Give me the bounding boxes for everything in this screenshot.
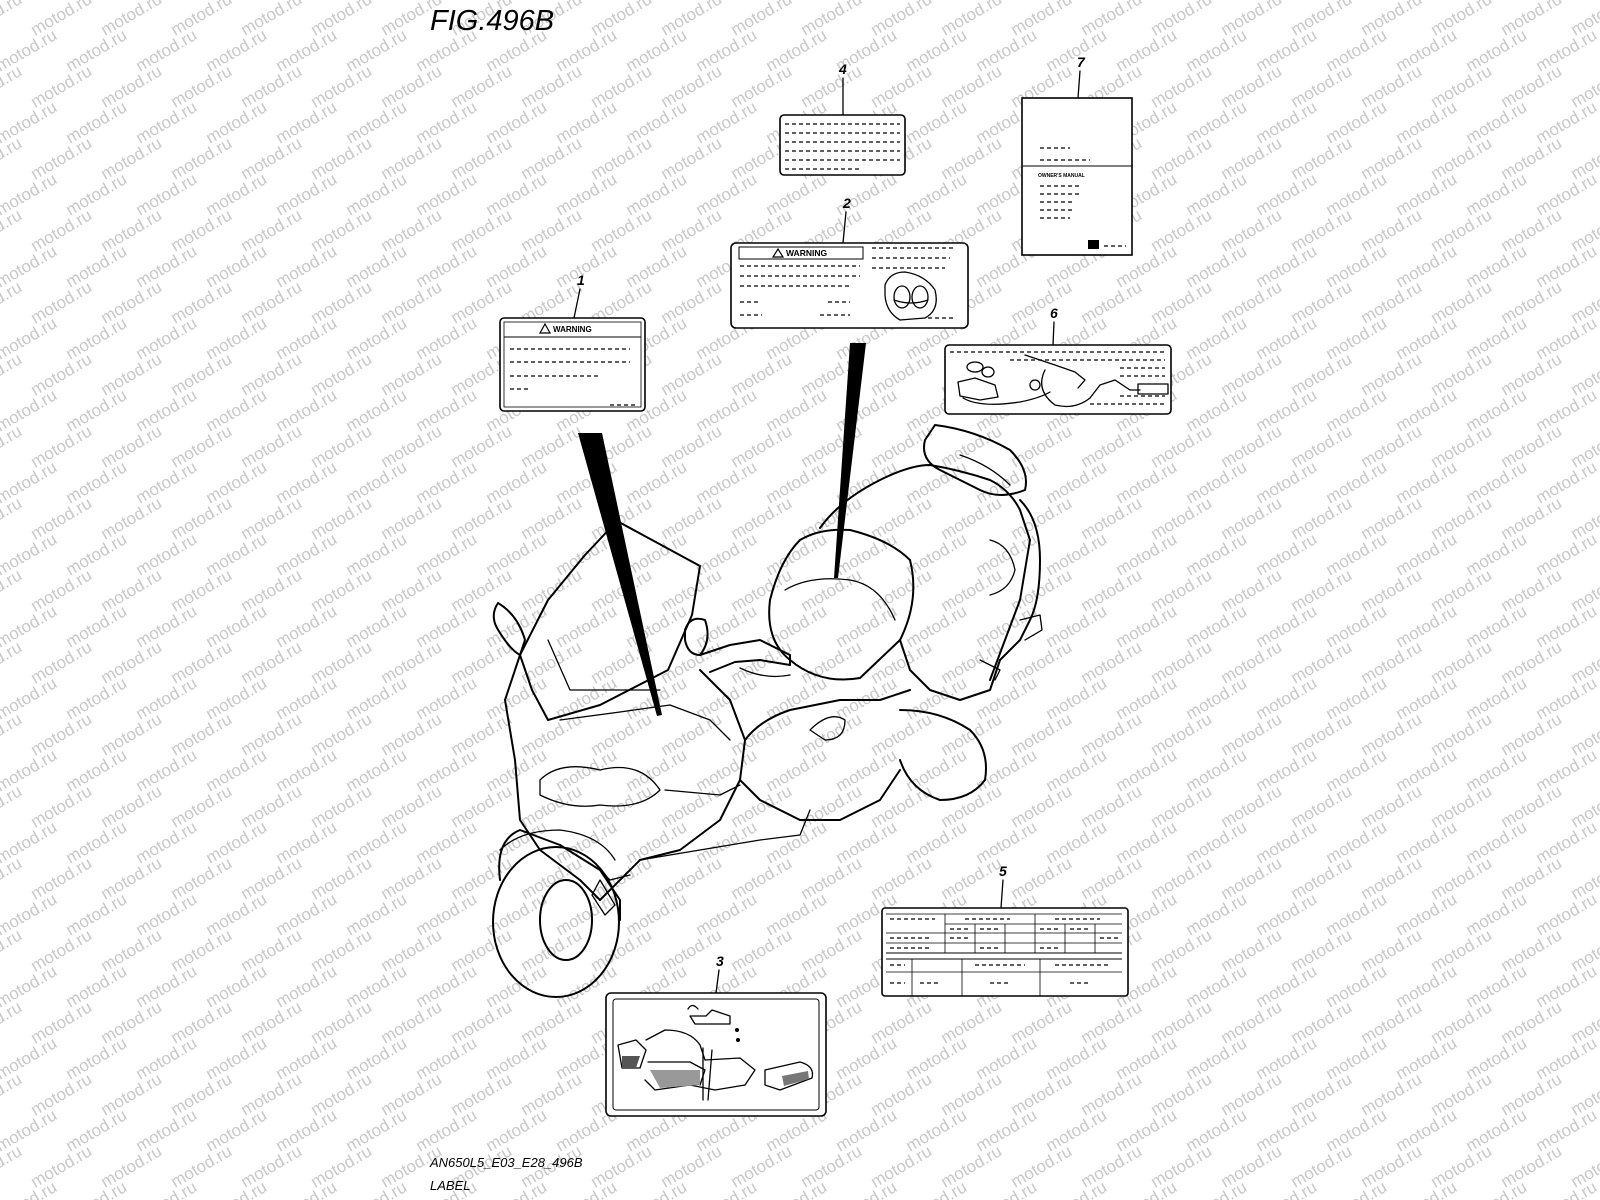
watermark-text: motod.ru — [0, 997, 25, 1047]
model-code: AN650L5_E03_E28_496B — [429, 1155, 583, 1170]
watermark-text: motod.ru — [1533, 1177, 1600, 1200]
label-1-warning-heading: WARNING — [553, 325, 592, 334]
watermark-text: motod.ru — [203, 1177, 271, 1200]
manual-logo — [1088, 240, 1099, 249]
watermark-text: motod.ru — [0, 421, 25, 471]
watermark-text: motod.ru — [0, 493, 25, 543]
watermark-text: motod.ru — [903, 1177, 971, 1200]
callout-number-2: 2 — [842, 195, 851, 211]
watermark-text: motod.ru — [273, 1177, 341, 1200]
watermark-text: motod.ru — [0, 205, 25, 255]
label-6-control-diagram: 6 — [944, 305, 1172, 415]
watermark-text: motod.ru — [1323, 1177, 1391, 1200]
watermark-text: motod.ru — [553, 1177, 621, 1200]
watermark-text: motod.ru — [1183, 1177, 1251, 1200]
watermark-text: motod.ru — [0, 277, 25, 327]
section-name: LABEL — [430, 1178, 470, 1193]
watermark-text: motod.ru — [63, 1177, 131, 1200]
watermark-text: motod.ru — [0, 853, 25, 903]
watermark-text: motod.ru — [1043, 1177, 1111, 1200]
manual-cover-title: OWNER'S MANUAL — [1038, 173, 1085, 179]
watermark-text: motod.ru — [343, 1177, 411, 1200]
watermark-text: motod.ru — [483, 1177, 551, 1200]
watermark-text: motod.ru — [0, 565, 25, 615]
figure-title: FIG.496B — [430, 5, 554, 37]
watermark-text: motod.ru — [623, 1177, 691, 1200]
watermark-text: motod.ru — [0, 781, 25, 831]
callout-number-5: 5 — [999, 863, 1007, 879]
label-2-warning-heading: WARNING — [786, 248, 827, 258]
watermark-text: motod.ru — [0, 0, 25, 39]
watermark-text: motod.ru — [763, 1177, 831, 1200]
watermark-text: motod.ru — [1393, 1177, 1461, 1200]
watermark-text: motod.ru — [1463, 1177, 1531, 1200]
watermark-text: motod.ru — [0, 637, 25, 687]
watermark-text: motod.ru — [1113, 1177, 1181, 1200]
watermark-text: motod.ru — [833, 1177, 901, 1200]
watermark-text: motod.ru — [0, 1141, 25, 1191]
watermark-text: motod.ru — [0, 61, 25, 111]
watermark-text: motod.ru — [133, 1177, 201, 1200]
watermark-text: motod.ru — [0, 133, 25, 183]
callout-number-7: 7 — [1077, 54, 1086, 70]
watermark-text: motod.ru — [0, 349, 25, 399]
watermark-text: motod.ru — [973, 1177, 1041, 1200]
callout-number-1: 1 — [577, 272, 585, 288]
watermark-text: motod.ru — [0, 709, 25, 759]
callout-number-3: 3 — [716, 953, 724, 969]
watermark-text: motod.ru — [0, 925, 25, 975]
watermark-text: motod.ru — [693, 1177, 761, 1200]
label-4: 4 — [779, 61, 906, 176]
watermark-text: motod.ru — [1253, 1177, 1321, 1200]
callout-number-6: 6 — [1050, 305, 1058, 321]
callout-number-4: 4 — [838, 61, 847, 77]
watermark-text: motod.ru — [0, 1069, 25, 1119]
